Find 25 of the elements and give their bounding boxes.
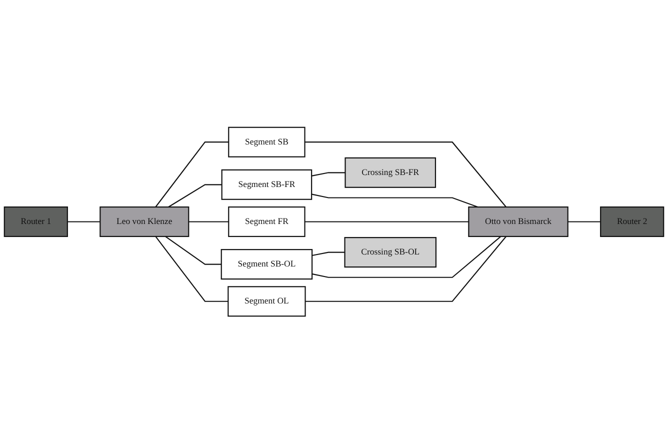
connector [168,184,222,208]
connector [67,221,100,223]
node-box: Router 1 [4,206,68,238]
connector [311,172,346,177]
node-box: Crossing SB-OL [344,237,436,268]
node-box: Crossing SB-FR [344,158,436,188]
connector [304,142,506,208]
node-box: Router 2 [600,206,664,238]
node-box: Segment OL [228,286,306,317]
connector [312,252,345,256]
connector [311,194,478,208]
node-box: Segment SB-FR [221,170,312,200]
node-box: Segment SB-OL [220,249,313,280]
connector [312,236,502,278]
connector [304,221,469,223]
connector [188,221,229,223]
connector [568,221,601,223]
node-box: Segment FR [228,206,306,238]
node-box: Otto von Bismarck [468,206,568,238]
connector [305,236,506,302]
connector [155,236,228,302]
node-box: Segment SB [228,127,306,158]
connector [165,236,222,266]
connector [155,142,229,208]
node-box: Leo von Klenze [100,206,190,238]
